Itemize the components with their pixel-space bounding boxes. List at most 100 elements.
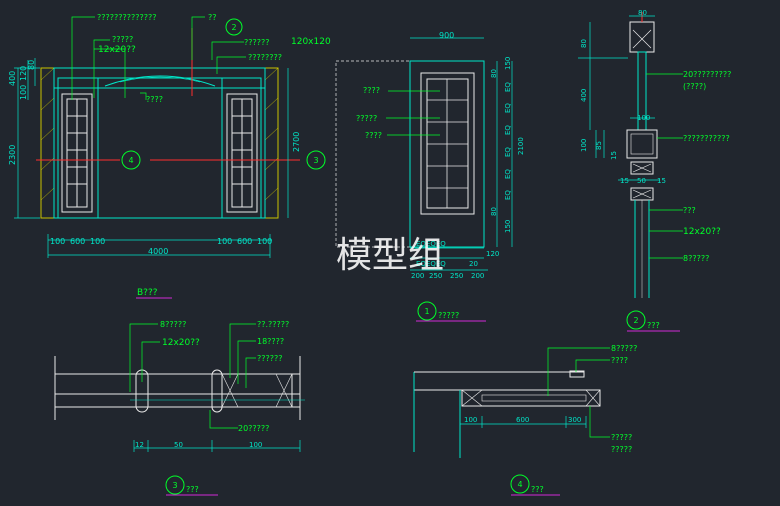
x-mark: [275, 373, 293, 408]
note-label: ??????????????: [97, 13, 156, 22]
dim-label: 100: [580, 139, 588, 152]
dim-label: 2300: [8, 145, 17, 165]
part-label: 18????: [257, 337, 284, 346]
dim-label: 12: [135, 441, 144, 449]
dim-label: 2700: [292, 132, 301, 152]
dim-label: 600: [516, 416, 529, 424]
dim-label: 100: [464, 416, 477, 424]
dim-label: 100: [637, 114, 650, 122]
section-tag-label: 2: [231, 23, 236, 32]
part-label: 8?????: [611, 344, 637, 353]
dim-label: 120: [486, 250, 499, 258]
right-wall-hatch: [264, 127, 279, 141]
view-tag-circle: [417, 301, 437, 321]
dim-label: 150: [504, 220, 512, 233]
frame-section: [461, 389, 601, 407]
elevation-leaders: [71, 16, 246, 100]
view-caption: ?????: [438, 311, 459, 320]
right-wall-hatch: [264, 67, 279, 81]
dim-label: 100: [90, 237, 105, 246]
part-label: 8?????: [160, 320, 186, 329]
dim-label: 250: [429, 272, 442, 280]
dim-label: EQ: [504, 190, 512, 200]
detail-3-dims: [133, 440, 301, 452]
panel-lattice-bars: [427, 79, 468, 208]
part-label: (????): [683, 82, 706, 91]
dim-label: EQ: [504, 147, 512, 157]
frame-section: [221, 373, 293, 408]
dim-label: 100: [50, 237, 65, 246]
dim-label: 20: [469, 260, 478, 268]
dim-label: 85: [595, 141, 603, 150]
detail-4-dims: [459, 416, 587, 428]
dim-label: EQ: [504, 82, 512, 92]
x-mark: [461, 389, 483, 407]
part-label: ??????: [257, 354, 282, 363]
elevation-view: 4 3 2 ?????????????? ?? 12x20?? ????? ??…: [8, 13, 331, 299]
part-label: ?????: [611, 433, 632, 442]
joint-block: [630, 161, 654, 175]
section-2-view: 80 80 400 100 85 100 15 15 50 15 20?????…: [578, 9, 731, 332]
dim-label: 600: [70, 237, 85, 246]
left-wall-hatch: [40, 127, 55, 141]
view-tag-circle: [165, 475, 185, 495]
note-label: ??????: [244, 38, 269, 47]
x-mark: [632, 29, 652, 49]
elevation-left-dims: [14, 58, 40, 219]
panel-leaders: [386, 90, 440, 136]
dim-label: 600: [237, 237, 252, 246]
right-lattice-panel: [226, 93, 258, 213]
section-2-leaders: [646, 73, 683, 259]
x-mark: [221, 373, 239, 408]
dim-label: 900: [439, 31, 454, 40]
dim-label: 50: [637, 177, 646, 185]
dim-total-label: 4000: [148, 247, 168, 256]
view-tag-circle: [510, 474, 530, 494]
dim-label: EQ: [504, 169, 512, 179]
right-wall-hatch: [264, 97, 279, 111]
panel-right-dims: [496, 61, 513, 247]
frame-section-inner: [481, 394, 587, 402]
left-wall-hatch: [40, 187, 55, 201]
part-label: ????: [611, 356, 628, 365]
part-label: ?????: [611, 445, 632, 454]
watermark-text: 模型组: [336, 235, 444, 276]
part-label: ???????????: [683, 134, 730, 143]
elevation-bottom-dims: [47, 234, 272, 258]
panel-view: 900 ???? ????? ???? 80 150 EQ EQ EQ EQ E…: [335, 31, 525, 322]
dim-label: 300: [568, 416, 581, 424]
dim-label: 15: [657, 177, 666, 185]
section-tag-circle: [225, 18, 243, 36]
left-wall-hatch: [40, 97, 55, 111]
note-label: 12x20??: [98, 45, 136, 55]
dim-label: 15: [610, 151, 618, 160]
panel-lattice-inner: [426, 78, 469, 209]
dim-label: EQ: [504, 103, 512, 113]
panel-label: ????: [363, 86, 380, 95]
dim-label: 80: [580, 39, 588, 48]
part-label: 12x20??: [683, 227, 721, 237]
dim-label: 200: [471, 272, 484, 280]
dim-label: 100: [217, 237, 232, 246]
detail-4-view: 8????? ???? ????? ????? 100 600 300 4 ??…: [413, 344, 637, 496]
note-label: ????: [146, 95, 163, 104]
dim-label: 80: [638, 9, 647, 17]
part-label: 20?????: [238, 424, 269, 433]
fixing-block: [569, 370, 585, 378]
note-label: ????????: [248, 53, 282, 62]
view-caption: ???: [531, 485, 544, 494]
view-caption: ???: [647, 321, 660, 330]
dim-label: 400: [8, 71, 17, 86]
part-label: ???: [683, 206, 696, 215]
section-2-dims: [578, 15, 660, 181]
view-tag-circle: [626, 310, 646, 330]
view-tag-label: 1: [424, 307, 429, 316]
dim-label: 400: [580, 89, 588, 102]
x-mark: [632, 189, 652, 199]
panel-outer: [409, 60, 485, 248]
panel-label: ?????: [356, 114, 377, 123]
dim-label: 80: [490, 207, 498, 216]
x-mark: [632, 163, 652, 173]
